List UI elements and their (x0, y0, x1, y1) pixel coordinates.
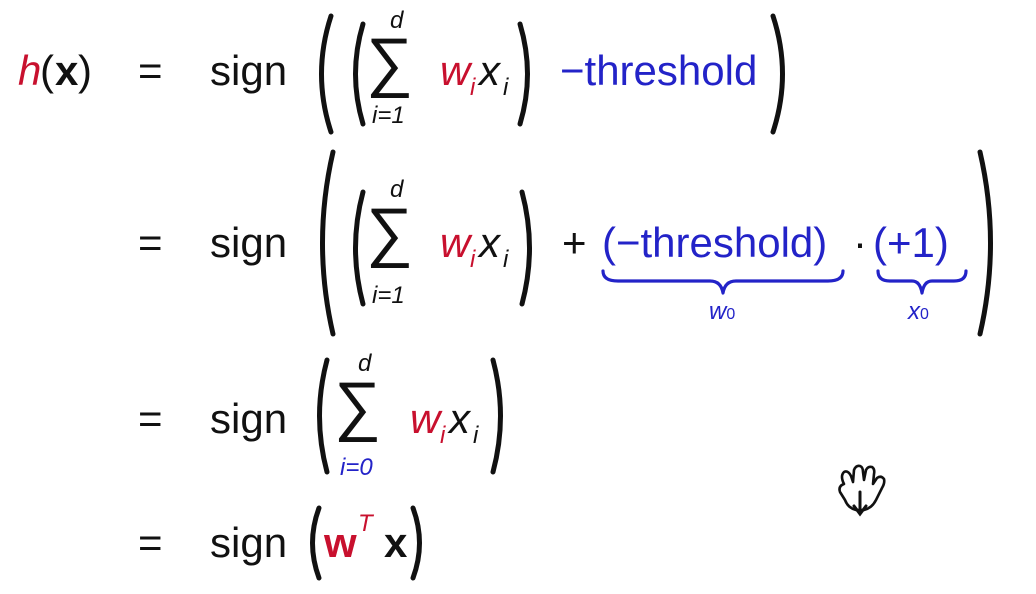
sum-lower-limit: i=1 (372, 282, 405, 309)
x0-label: x0 (908, 298, 929, 325)
input-index-i: i (503, 246, 509, 273)
close-paren (490, 357, 503, 475)
input-x: x (479, 219, 500, 266)
inner-open-paren (353, 189, 366, 307)
big-close-paren (977, 149, 993, 337)
input-vector-x: x (384, 519, 408, 566)
underbrace-w0 (601, 269, 845, 295)
input-x: x (449, 395, 470, 442)
weight-index-i: i (440, 422, 446, 449)
equals-sign: = (138, 519, 163, 566)
hand-grab-icon (838, 464, 886, 517)
sum-lower-limit-zero: i=0 (340, 454, 373, 481)
summation-symbol: ∑ (366, 24, 414, 98)
weight-w: w (410, 395, 441, 442)
transpose-T: T (358, 510, 373, 537)
inner-open-paren (353, 21, 366, 127)
equals-sign: = (138, 395, 163, 442)
input-x: x (479, 47, 500, 94)
inner-close-paren (519, 189, 532, 307)
weight-index-i: i (470, 246, 476, 273)
big-open-paren (320, 149, 336, 337)
weight-w: w (440, 47, 471, 94)
inner-close-paren (517, 21, 530, 127)
sum-upper-limit: d (358, 350, 372, 377)
weight-vector-w: w (324, 519, 357, 566)
summation-symbol: ∑ (366, 194, 414, 268)
open-paren (317, 357, 330, 475)
equals-sign: = (138, 47, 163, 94)
lhs-open-paren: ( (40, 47, 54, 94)
big-close-paren (770, 13, 785, 135)
sum-upper-limit: d (390, 7, 404, 34)
sum-lower-limit: i=1 (372, 102, 405, 129)
summation-symbol: ∑ (334, 368, 382, 442)
weight-w: w (440, 219, 471, 266)
sign-function: sign (210, 47, 288, 94)
neg-threshold-term: (−threshold) (602, 219, 828, 266)
weight-index-i: i (470, 74, 476, 101)
plus-sign: + (562, 219, 587, 266)
minus-threshold: −threshold (560, 47, 758, 94)
underbrace-x0 (876, 269, 968, 295)
input-index-i: i (503, 74, 509, 101)
lhs-x-vector: x (55, 47, 79, 94)
sign-function: sign (210, 519, 288, 566)
equals-sign: = (138, 219, 163, 266)
sign-function: sign (210, 219, 288, 266)
lhs-close-paren: ) (78, 47, 92, 94)
close-paren (410, 505, 422, 581)
sum-upper-limit: d (390, 176, 404, 203)
plus-one-term: (+1) (873, 219, 949, 266)
open-paren (310, 505, 322, 581)
multiply-dot: · (853, 219, 867, 266)
h-symbol: h (18, 47, 42, 94)
sign-function: sign (210, 395, 288, 442)
input-index-i: i (473, 422, 479, 449)
big-open-paren (319, 13, 334, 135)
w0-label: w0 (709, 298, 736, 325)
